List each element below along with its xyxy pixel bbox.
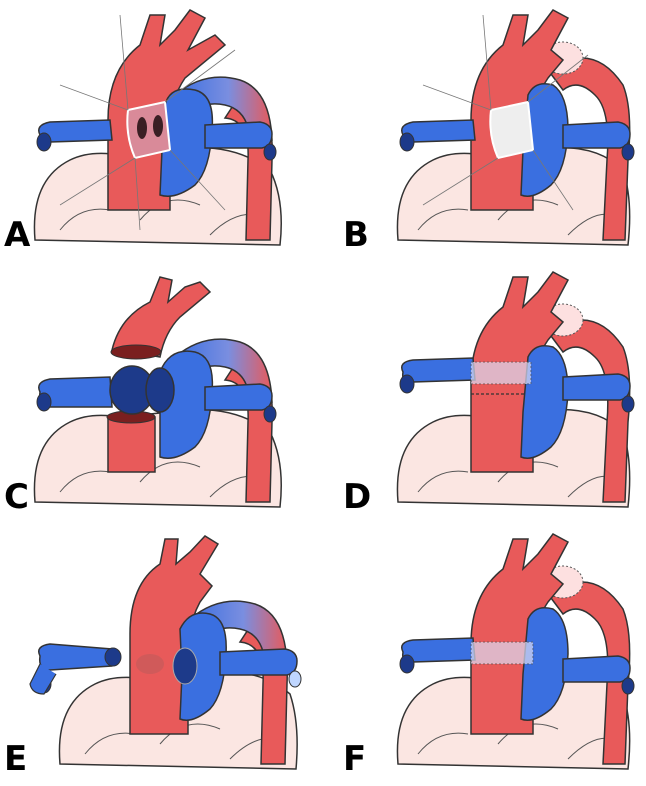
- pulmonary-opening: [145, 367, 175, 413]
- panel-d: D: [323, 262, 646, 524]
- right-pulmonary-branch: [204, 121, 273, 149]
- panel-e-drawing: [29, 535, 302, 770]
- right-pulmonary-branch: [204, 383, 273, 411]
- right-pulmonary-branch: [219, 648, 298, 676]
- right-pulmonary-branch: [562, 373, 631, 401]
- panel-b-drawing: [396, 9, 635, 246]
- panel-f: F: [323, 524, 646, 786]
- panel-label: B: [343, 215, 369, 255]
- window-patch: [489, 100, 535, 160]
- panel-label: D: [343, 477, 372, 517]
- panel-a: A: [0, 0, 323, 262]
- panel-f-drawing: [396, 533, 635, 770]
- aortic-arch-graft: [546, 581, 631, 765]
- panel-label: A: [4, 215, 31, 255]
- aortopulmonary-window: [126, 100, 172, 160]
- panel-label: C: [4, 477, 29, 517]
- tunnel-graft: [470, 641, 534, 665]
- lung-shape: [33, 408, 282, 508]
- panel-label: E: [4, 739, 28, 779]
- panel-a-drawing: [33, 9, 282, 246]
- pulmonary-artery: [520, 607, 569, 721]
- panel-label: F: [343, 739, 367, 779]
- panel-e: E: [0, 524, 323, 786]
- panel-c-drawing: [33, 276, 282, 508]
- aortic-arch-graft: [546, 319, 631, 503]
- right-pulmonary-branch: [562, 121, 631, 149]
- right-pulmonary-branch: [562, 655, 631, 683]
- panel-b: B: [323, 0, 646, 262]
- tunnel-graft: [470, 361, 532, 385]
- aortic-arch-graft: [546, 57, 631, 241]
- panel-d-drawing: [396, 271, 635, 508]
- panel-c: C: [0, 262, 323, 524]
